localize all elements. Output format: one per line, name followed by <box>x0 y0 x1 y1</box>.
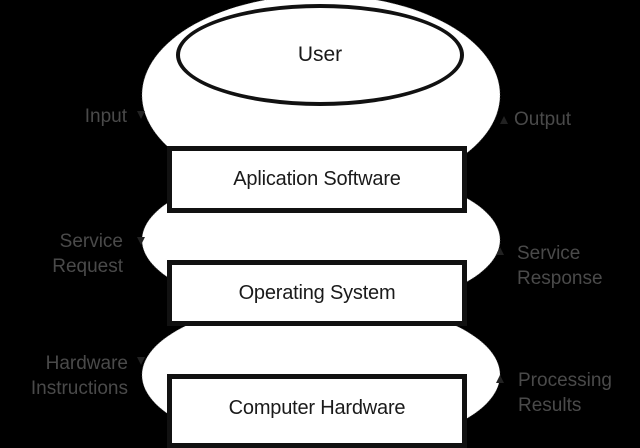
arrow-up-icon <box>500 116 508 124</box>
service-request-label: Service Request <box>52 231 123 277</box>
user-node: User <box>176 4 464 106</box>
arrow-up-icon <box>496 247 504 255</box>
arrow-down-icon <box>137 111 145 119</box>
hardware-instructions-label: Hardware Instructions <box>30 353 128 399</box>
flow-arrowheads <box>137 111 508 383</box>
output-label: Output <box>514 109 572 130</box>
arrow-down-icon <box>137 357 145 365</box>
computer-hardware-node: Computer Hardware <box>167 374 467 448</box>
operating-system-label: Operating System <box>238 281 396 304</box>
service-response-label: Service Response <box>517 243 603 289</box>
input-label: Input <box>84 106 127 127</box>
user-label: User <box>297 43 343 66</box>
arrow-up-icon <box>496 375 504 383</box>
application-software-node: Aplication Software <box>167 146 467 213</box>
application-software-label: Aplication Software <box>233 168 401 190</box>
operating-system-node: Operating System <box>167 260 467 326</box>
computer-hardware-label: Computer Hardware <box>228 396 406 419</box>
arrow-down-icon <box>137 237 145 245</box>
processing-results-label: Processing Results <box>518 370 612 416</box>
